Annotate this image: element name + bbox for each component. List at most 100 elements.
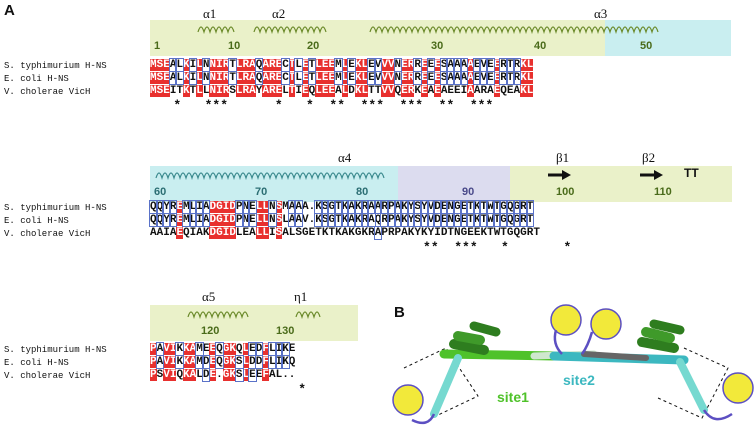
residue: A (201, 213, 211, 227)
residue: I (216, 59, 223, 71)
residue: S (320, 200, 330, 214)
residue: T (466, 213, 475, 227)
residue: K (348, 227, 355, 239)
residue: Y (162, 200, 171, 214)
residue: E (328, 72, 336, 84)
residue: L (361, 85, 369, 97)
residue: A (150, 227, 157, 239)
residue: R (407, 59, 415, 71)
residue: I (222, 201, 230, 213)
residue: E (401, 85, 408, 97)
residue: A (341, 227, 349, 239)
residue: A (446, 71, 455, 85)
residue: G (222, 369, 230, 381)
residue-number: 120 (201, 325, 220, 337)
residue: A (294, 213, 303, 227)
sequence-row: QQYREMLIADGIDPNELLNSLAAV.KSGTKAKRAQRPAKY… (149, 213, 535, 227)
residue: L (262, 227, 269, 239)
residue: L (255, 227, 263, 239)
residue: T (328, 227, 336, 239)
residue: E (248, 368, 257, 382)
residue: E (242, 227, 250, 239)
residue: K (183, 85, 190, 97)
residue: K (314, 213, 323, 227)
residue: T (288, 59, 296, 71)
residue: P (234, 213, 244, 227)
residue: R (168, 200, 178, 214)
ss-label-turn: TT (684, 166, 699, 180)
residue: G (216, 227, 223, 239)
residue: L (268, 355, 277, 369)
residue: Q (513, 227, 521, 239)
residue: E (459, 200, 469, 214)
residue: F (262, 369, 269, 381)
residue: A (156, 227, 164, 239)
residue: M (334, 71, 343, 85)
residue-number: 70 (255, 186, 268, 198)
residue: I (434, 227, 441, 239)
residue: Q (149, 200, 158, 214)
residue: T (533, 227, 540, 239)
residue: S (413, 213, 422, 227)
residue: M (150, 59, 157, 71)
residue: M (150, 72, 157, 84)
residue: A (459, 58, 469, 72)
residue: I (222, 214, 230, 226)
residue: Q (505, 213, 515, 227)
residue: D (209, 227, 217, 239)
residue: I (222, 227, 230, 239)
residue: E (321, 85, 329, 97)
conservation-stars: * (150, 382, 307, 397)
residue: R (242, 85, 250, 97)
residue: S (295, 227, 303, 239)
residue: I (188, 71, 198, 85)
residue: C (281, 58, 290, 72)
residue: T (307, 71, 317, 85)
residue: S (234, 355, 244, 369)
residue: S (234, 368, 244, 382)
residue: R (360, 213, 370, 227)
residue: L (526, 72, 534, 84)
residue: K (281, 342, 290, 356)
residue-number: 100 (556, 186, 575, 198)
residue: S (439, 58, 449, 72)
residue: A (168, 58, 178, 72)
residue: E (308, 227, 316, 239)
residue: E (467, 227, 474, 239)
residue: T (288, 85, 296, 97)
residue: E (434, 59, 441, 71)
residue: G (302, 227, 309, 239)
residue: V (163, 369, 170, 381)
residue: K (175, 342, 184, 356)
residue: A (347, 213, 356, 227)
residue: V (426, 200, 436, 214)
residue: R (380, 200, 389, 214)
residue: L (188, 200, 198, 214)
residue: N (241, 213, 251, 227)
residue: P (234, 200, 244, 214)
residue: E (163, 85, 170, 97)
residue: G (327, 200, 337, 214)
species-label: E. coli H-NS (4, 216, 69, 226)
sequence-row: QQYREMLIADGIDPNELLNSMAAA.KSGTKAKRAARPAKY… (149, 200, 535, 214)
residue: E (328, 59, 336, 71)
species-label: S. typhimurium H-NS (4, 203, 107, 213)
residue: R (268, 72, 276, 84)
residue: N (446, 200, 455, 214)
residue: I (295, 85, 303, 97)
residue: M (182, 213, 191, 227)
residue-number: 50 (640, 40, 653, 52)
residue: E (367, 71, 376, 85)
residue: M (195, 355, 204, 369)
residue: T (288, 72, 296, 84)
residue: E (439, 200, 449, 214)
residue: I (188, 58, 198, 72)
residue: E (472, 58, 482, 72)
residue: K (407, 227, 415, 239)
residue: D (229, 201, 236, 213)
residue: Q (288, 356, 296, 368)
residue: A (487, 85, 494, 97)
residue: R (499, 71, 508, 85)
residue: E (434, 85, 441, 97)
residue: N (393, 71, 403, 85)
